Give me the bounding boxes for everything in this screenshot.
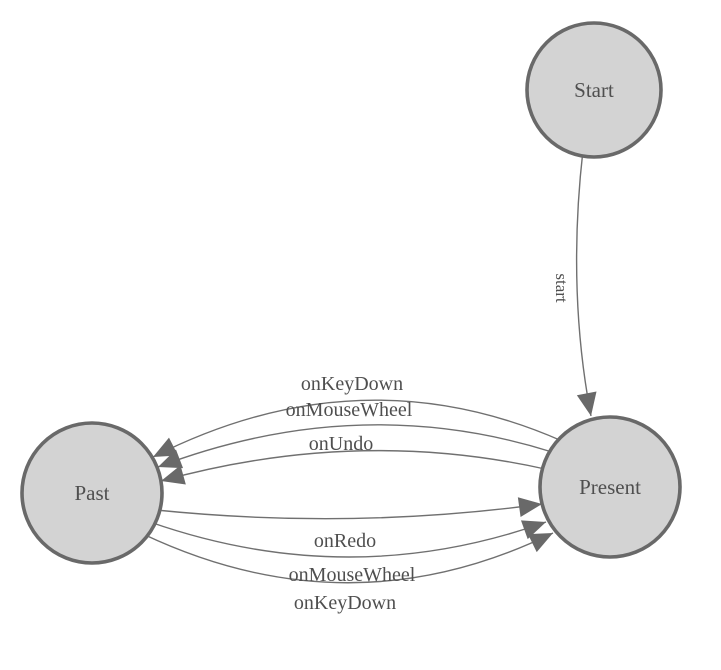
state-label-start: Start (574, 78, 614, 102)
transition-edges (142, 149, 592, 584)
state-node-past (20, 421, 164, 565)
transition-label-onundo: onUndo (309, 433, 373, 455)
transition-edge-onmousewheel-to-present (149, 521, 547, 558)
state-nodes (20, 21, 682, 565)
transition-label-onmousewheel-top: onMouseWheel (286, 399, 413, 421)
transition-label-onkeydown-bottom: onKeyDown (294, 592, 396, 614)
transition-edge-onkeydown-to-past (152, 399, 563, 458)
state-label-past: Past (74, 481, 109, 505)
arrowhead-icon (158, 449, 184, 469)
arrowhead-icon (527, 533, 553, 553)
arrowhead-icon (161, 465, 186, 485)
state-label-present: Present (579, 475, 641, 499)
transition-edge-onkeydown-to-present (142, 532, 554, 584)
labels: Start Present Past start onKeyDown onMou… (74, 78, 641, 614)
transition-label-start: start (552, 273, 571, 303)
transition-edge-onredo-to-present (155, 503, 543, 520)
transition-label-onkeydown-top: onKeyDown (301, 373, 403, 395)
arrowhead-icon (517, 497, 542, 518)
transition-edge-start (575, 149, 592, 417)
arrowheads (153, 391, 597, 553)
transition-label-onredo: onRedo (314, 530, 376, 552)
arrowhead-icon (520, 520, 546, 540)
transition-label-onmousewheel-bottom: onMouseWheel (289, 564, 416, 586)
arrowhead-icon (153, 437, 179, 457)
transition-edge-onundo-to-past (160, 449, 546, 482)
state-node-start (525, 21, 663, 159)
arrowhead-icon (576, 391, 597, 416)
transition-edge-onmousewheel-to-past (157, 424, 553, 468)
state-node-present (538, 415, 682, 559)
